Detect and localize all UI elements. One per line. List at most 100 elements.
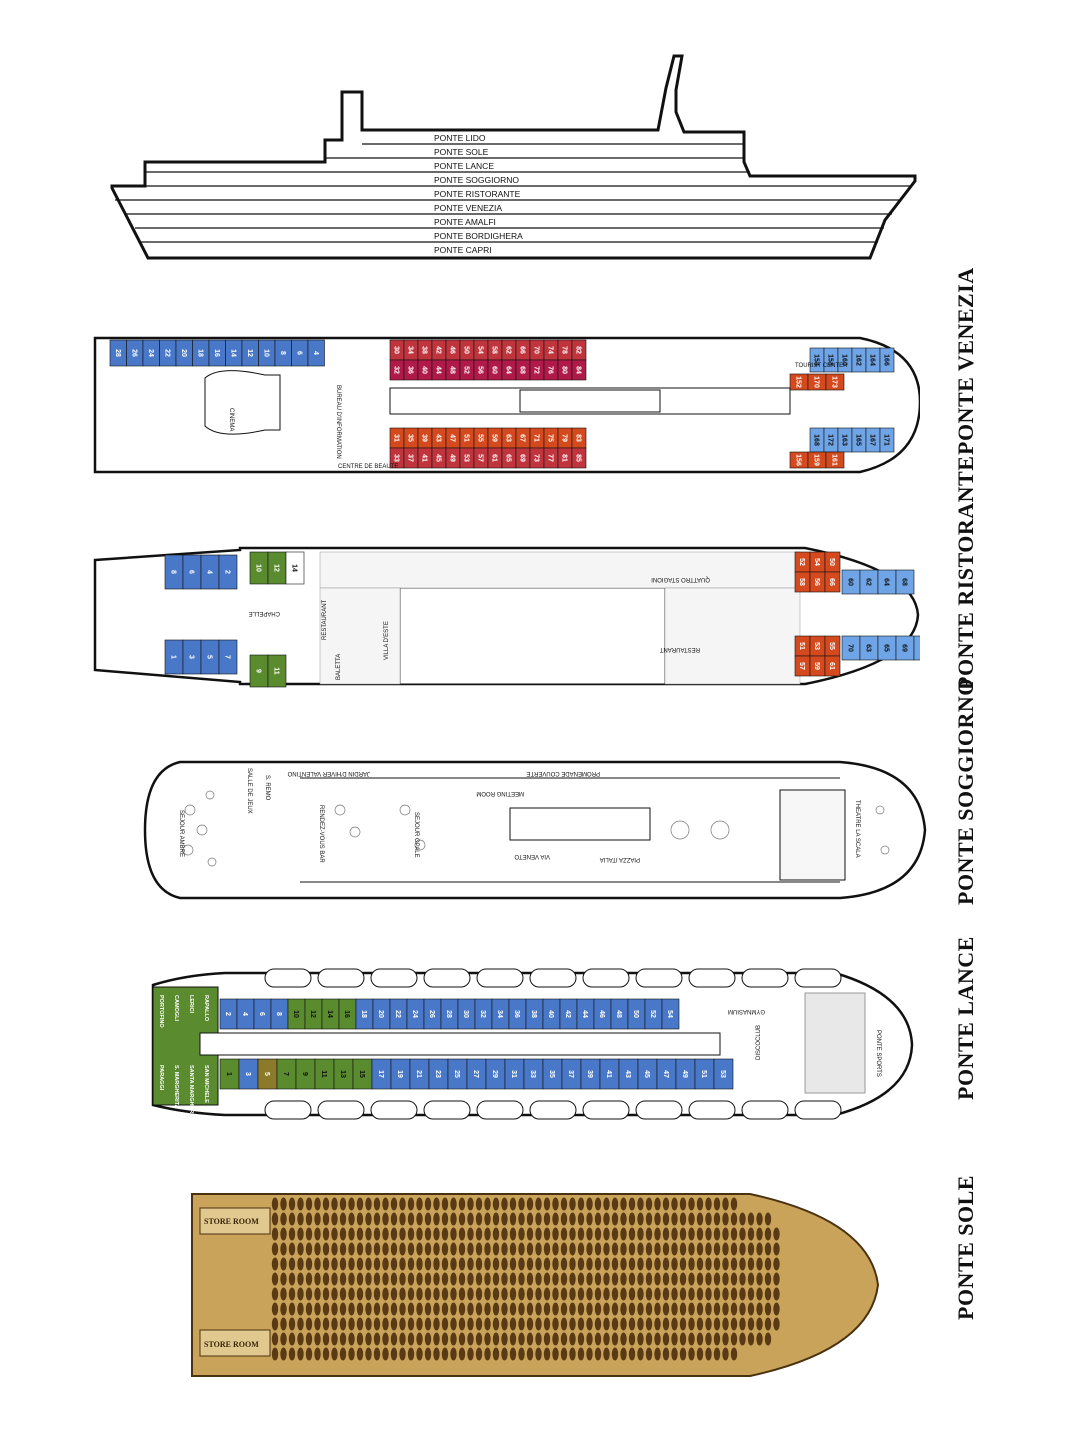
- figure: [713, 1257, 721, 1271]
- figure: [365, 1257, 372, 1271]
- figure: [654, 1332, 661, 1346]
- figure: [773, 1272, 780, 1286]
- cabin-number: 158: [827, 354, 834, 366]
- figure: [322, 1197, 330, 1211]
- figure: [756, 1242, 763, 1256]
- figure: [297, 1242, 304, 1256]
- figure: [569, 1272, 576, 1286]
- figure: [688, 1197, 695, 1211]
- figure: [450, 1212, 457, 1226]
- figure: [416, 1317, 423, 1331]
- figure: [671, 1272, 678, 1286]
- figure: [654, 1347, 661, 1361]
- sole-hull: [191, 1193, 880, 1377]
- cabin-number: 57: [477, 454, 484, 462]
- figure: [560, 1272, 568, 1286]
- cabin-number: 16: [343, 1010, 350, 1018]
- figure: [416, 1332, 423, 1346]
- figure: [535, 1302, 542, 1316]
- figure: [671, 1197, 678, 1211]
- figure: [433, 1287, 440, 1301]
- figure: [322, 1257, 330, 1271]
- figure: [297, 1227, 304, 1241]
- figure: [611, 1332, 619, 1346]
- cabin-number: 5: [206, 655, 213, 659]
- cabin-number: 36: [513, 1010, 520, 1018]
- figure: [314, 1332, 321, 1346]
- cabin-number: 50: [632, 1010, 639, 1018]
- figure: [424, 1257, 432, 1271]
- figure: [679, 1227, 687, 1241]
- figure: [373, 1257, 381, 1271]
- figure: [501, 1227, 508, 1241]
- cabin-number: 63: [505, 434, 512, 442]
- figure: [586, 1332, 593, 1346]
- figure: [756, 1272, 763, 1286]
- figure: [467, 1212, 474, 1226]
- store-room-top: [199, 1207, 271, 1235]
- cabin-number: 63: [865, 644, 872, 652]
- cabin-number: 35: [548, 1070, 555, 1078]
- figure: [416, 1347, 423, 1361]
- figure: [764, 1287, 772, 1301]
- figure: [654, 1302, 661, 1316]
- figure: [399, 1197, 406, 1211]
- figure: [671, 1287, 678, 1301]
- figure: [475, 1302, 483, 1316]
- figure: [620, 1317, 627, 1331]
- figure: [373, 1212, 381, 1226]
- figure: [586, 1227, 593, 1241]
- figure: [382, 1287, 389, 1301]
- cabin-number: 51: [798, 642, 805, 650]
- figure: [365, 1317, 372, 1331]
- figure: [501, 1302, 508, 1316]
- cabin-number: 54: [813, 558, 820, 566]
- figure: [645, 1287, 653, 1301]
- figure: [637, 1272, 644, 1286]
- figure: [679, 1347, 687, 1361]
- figure: [288, 1257, 296, 1271]
- figure: [645, 1317, 653, 1331]
- theatre-seating: [779, 789, 846, 881]
- cabin-number: 12: [273, 564, 280, 572]
- figure: [390, 1287, 398, 1301]
- figure: [577, 1317, 585, 1331]
- figure: [314, 1257, 321, 1271]
- figure: [467, 1287, 474, 1301]
- figure: [399, 1242, 406, 1256]
- figure: [518, 1242, 525, 1256]
- figure: [509, 1332, 517, 1346]
- cabin-number: 4: [241, 1012, 248, 1016]
- cabin-number: 47: [449, 434, 456, 442]
- figure: [407, 1332, 415, 1346]
- figure: [416, 1227, 423, 1241]
- figure: [552, 1257, 559, 1271]
- figure: [271, 1347, 279, 1361]
- cabin-number: 33: [529, 1070, 536, 1078]
- figure: [535, 1242, 542, 1256]
- figure: [484, 1242, 491, 1256]
- figure: [773, 1257, 780, 1271]
- figure: [424, 1347, 432, 1361]
- cabin-number: 11: [320, 1070, 327, 1078]
- lifeboat: [317, 1100, 365, 1120]
- cabin-number: 62: [865, 578, 872, 586]
- gymnasium-label: GYMNASIUM: [728, 1008, 765, 1014]
- figure: [586, 1272, 593, 1286]
- figure: [416, 1272, 423, 1286]
- cabin-number: 2: [224, 570, 231, 574]
- figure: [416, 1242, 423, 1256]
- deck-plan-soggiorno: SEJOUR AMBRE SALLE DE JEUX S. REMO RENDE…: [143, 760, 927, 900]
- cabin-number: 52: [649, 1010, 656, 1018]
- figure: [603, 1332, 610, 1346]
- figure: [331, 1332, 338, 1346]
- figure: [501, 1212, 508, 1226]
- figure: [705, 1317, 712, 1331]
- figure: [611, 1347, 619, 1361]
- figure: [339, 1272, 347, 1286]
- figure: [305, 1347, 313, 1361]
- figure: [492, 1197, 500, 1211]
- figure: [586, 1242, 593, 1256]
- figure: [501, 1347, 508, 1361]
- figure: [501, 1272, 508, 1286]
